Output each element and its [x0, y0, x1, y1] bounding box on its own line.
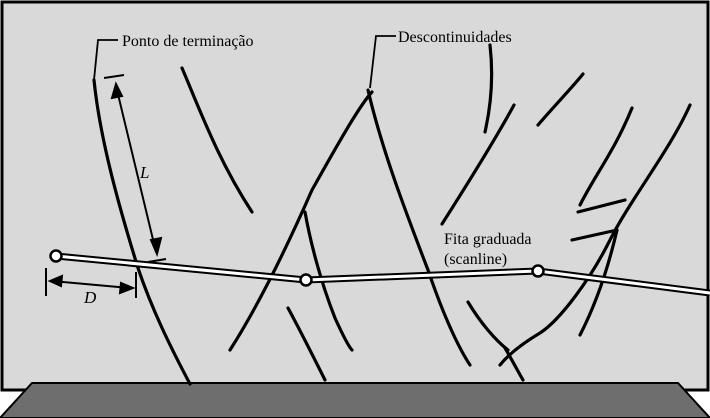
scanline-node	[49, 249, 63, 263]
discontinuity-trace	[286, 306, 327, 382]
spacing-label: D	[83, 288, 97, 307]
discontinuities-label: Descontinuidades	[398, 29, 512, 46]
spacing-arrowhead-left	[47, 274, 64, 288]
length-arrow-line	[115, 85, 157, 253]
length-dimension	[103, 74, 167, 263]
discontinuity-trace	[576, 198, 627, 214]
length-tick-top	[103, 74, 125, 79]
discontinuity-trace	[228, 90, 374, 352]
scanline-node	[299, 273, 313, 287]
discontinuity-trace	[180, 66, 254, 214]
discontinuity-trace	[578, 106, 634, 207]
length-arrowhead-top	[110, 81, 124, 100]
discontinuity-trace	[536, 72, 585, 127]
spacing-arrowhead-right	[118, 281, 136, 295]
discontinuity-trace	[498, 103, 692, 367]
spacing-dimension	[45, 268, 137, 298]
length-arrowhead-bottom	[149, 236, 163, 258]
termination-leader	[93, 39, 118, 81]
discontinuities-leader	[369, 35, 396, 89]
discontinuity-trace	[440, 103, 516, 226]
length-tick-bottom	[147, 258, 167, 263]
discontinuity-trace	[570, 228, 619, 242]
discontinuity-trace	[92, 78, 192, 386]
floor	[0, 382, 710, 418]
discontinuity-trace	[303, 210, 354, 352]
rock-face	[0, 0, 710, 392]
scanline-inner	[55, 254, 710, 295]
scanline-node	[531, 264, 545, 278]
tape-label-line1: Fita graduada	[444, 231, 532, 248]
label-leaders	[93, 35, 396, 89]
scanline-tape	[49, 249, 710, 297]
tape-label-line2: (scanline)	[444, 251, 507, 268]
length-label: L	[139, 163, 149, 182]
discontinuity-trace	[366, 88, 472, 367]
discontinuity-trace	[483, 43, 494, 134]
termination-point-label: Ponto de terminação	[122, 33, 254, 50]
spacing-arrow-line	[51, 280, 131, 289]
discontinuity-trace	[503, 346, 525, 382]
